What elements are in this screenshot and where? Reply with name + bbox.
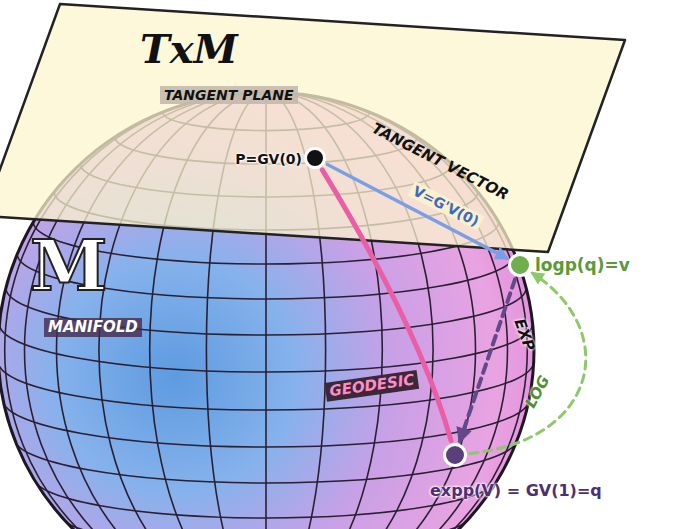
region-label: MANIFOLD — [44, 318, 142, 337]
point-label: P=GV(0) — [235, 151, 302, 167]
point-p: P=GV(0) — [304, 147, 326, 169]
region-label: TANGENT PLANE — [160, 86, 298, 104]
edge-label: GEODESIC — [324, 370, 419, 402]
edge-label: LOG — [522, 373, 553, 411]
point-q: expp(V) = GV(1)=q — [443, 443, 467, 467]
point-label: expp(V) = GV(1)=q — [430, 482, 602, 500]
point-log: logp(q)=v — [508, 253, 532, 277]
point-label: logp(q)=v — [535, 256, 630, 276]
edge-label: EXP — [510, 317, 537, 354]
manifold-symbol: M — [30, 226, 108, 307]
plane-symbol: TxM — [140, 26, 238, 72]
tangent-plane-illustration — [0, 0, 630, 256]
tangent-plane: TxM TANGENT PLANE P=GV(0) — [0, 0, 630, 256]
vector-caption: TANGENT VECTOR — [369, 120, 512, 204]
